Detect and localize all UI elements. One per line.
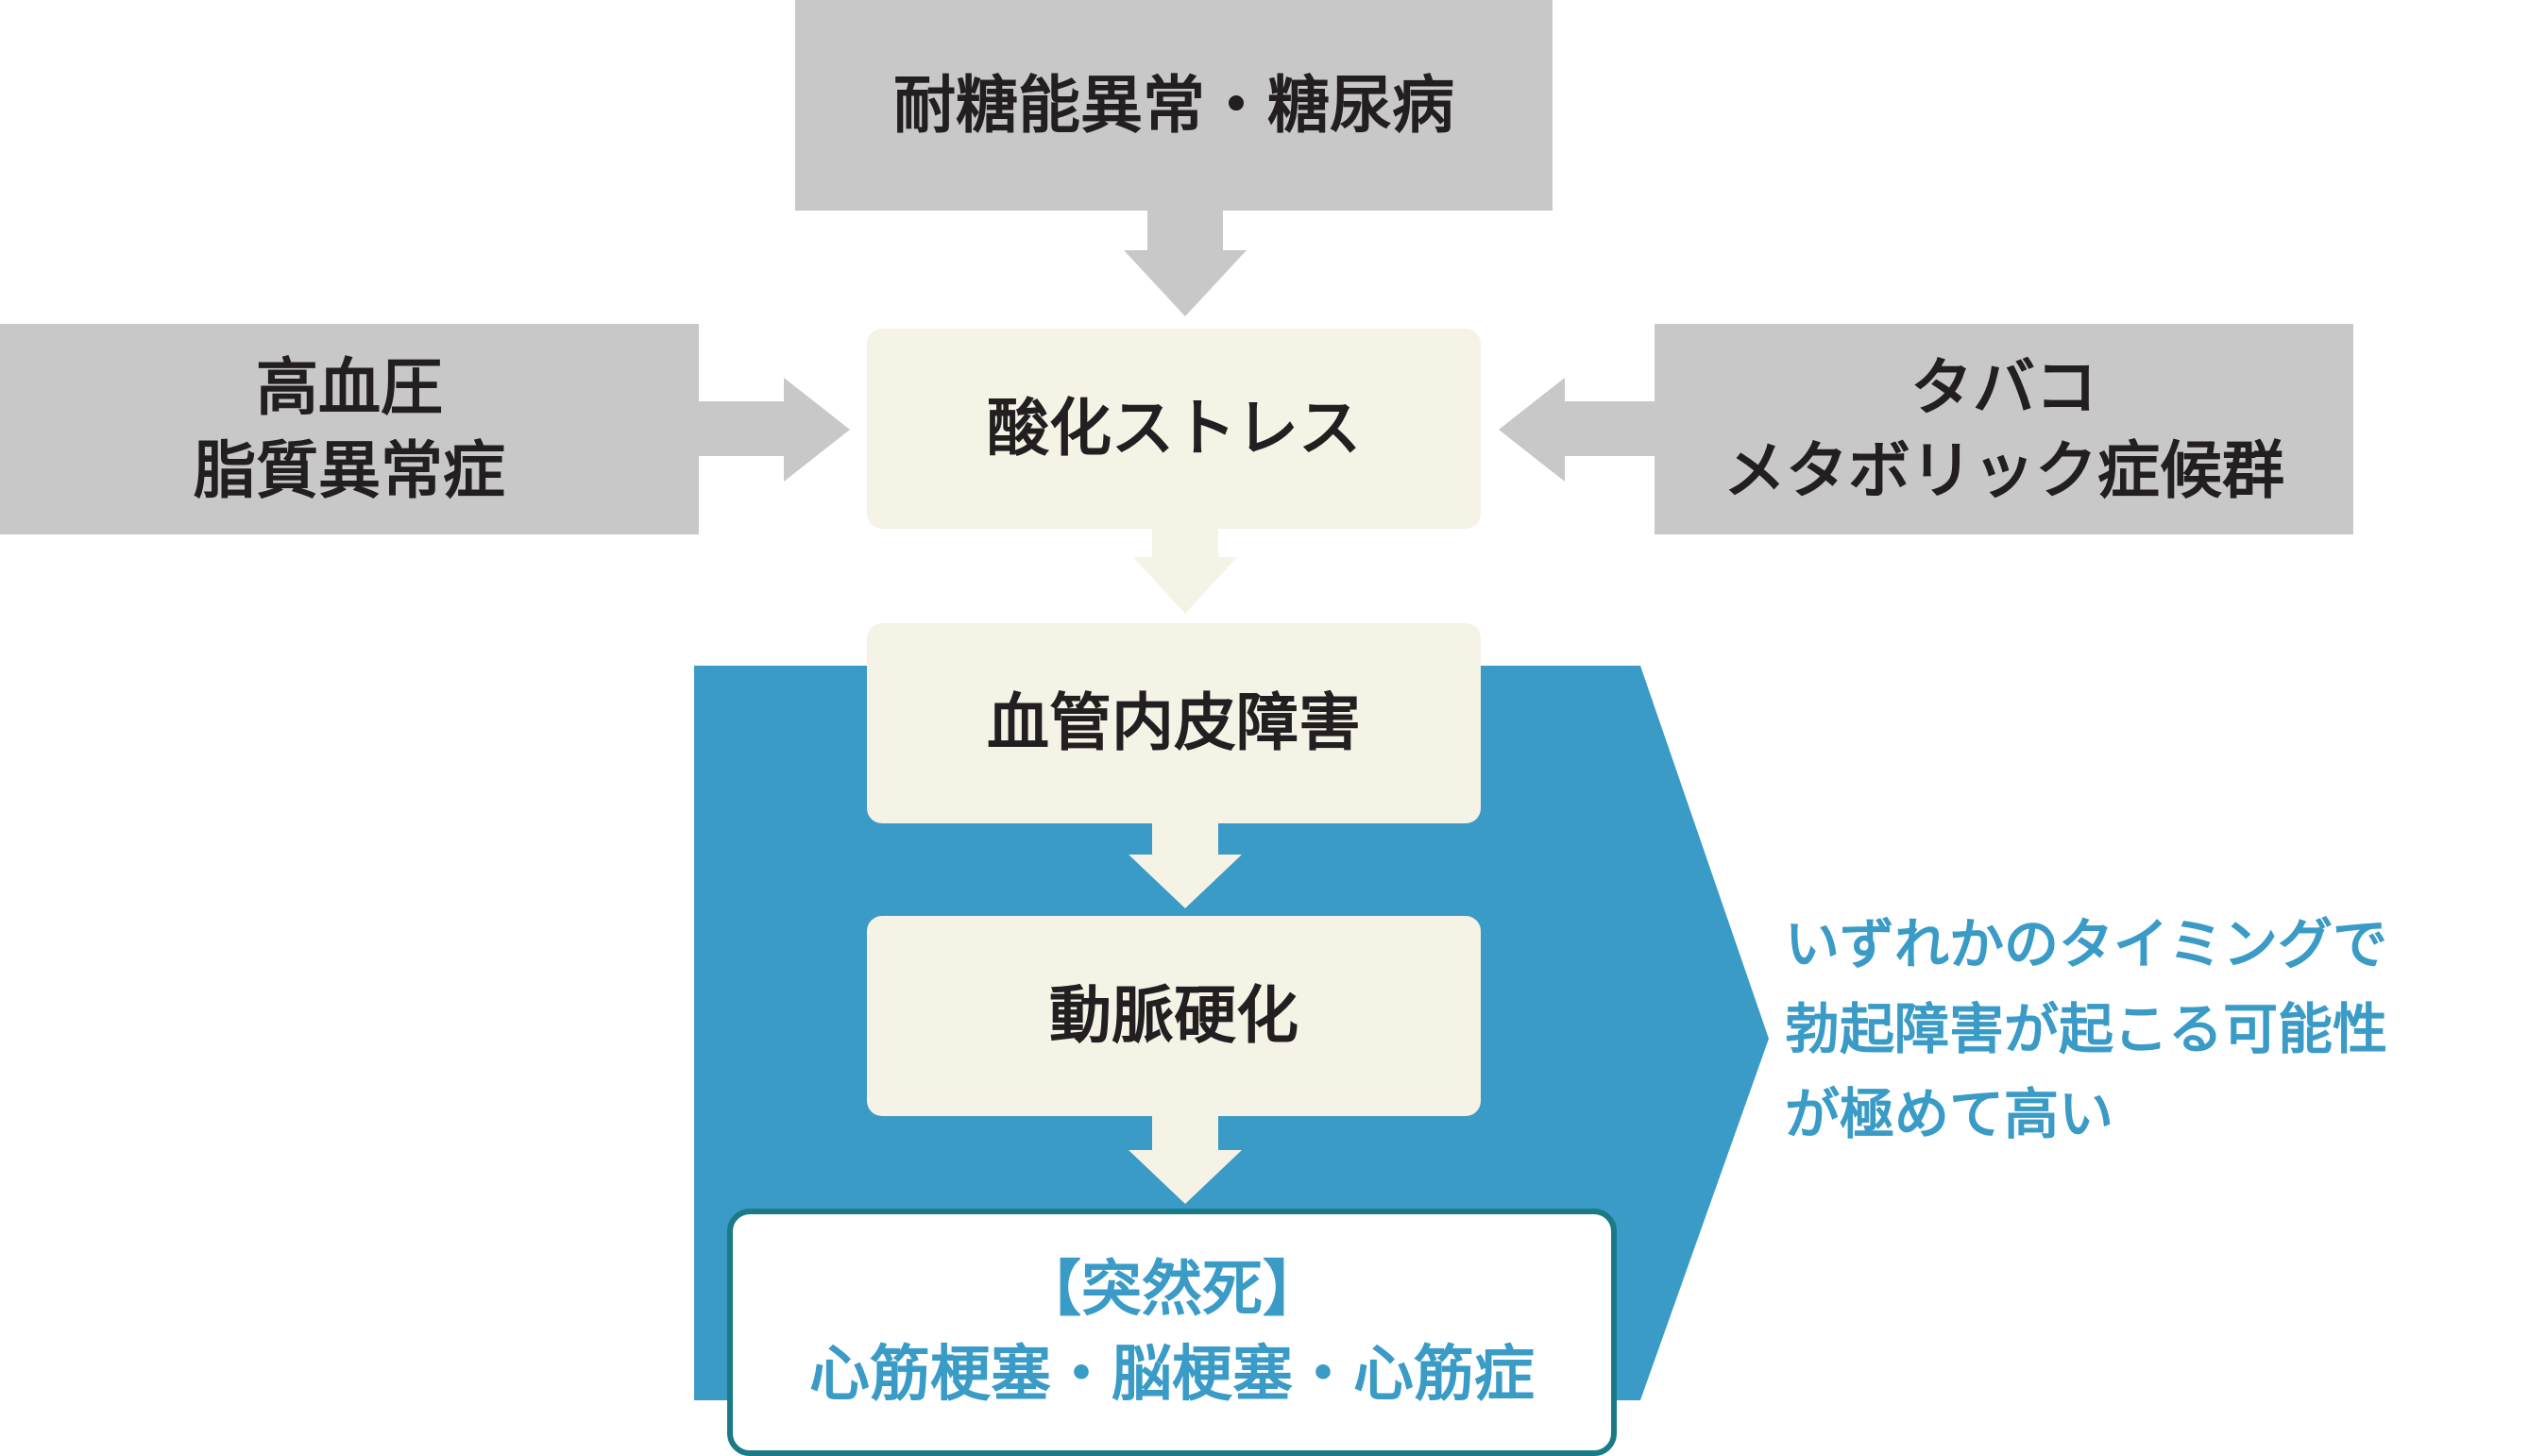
flow-step-oxidative-stress-label: 酸化ストレス [987,392,1361,465]
flow-step-endothelial-dysfunction: 血管内皮障害 [867,623,1481,823]
ed-risk-note: いずれかのタイミングで 勃起障害が起こる可能性 が極めて高い [1785,902,2387,1157]
risk-factor-left-line1: 高血圧 [256,350,443,424]
outcome-sudden-death-box: 【突然死】 心筋梗塞・脳梗塞・心筋症 [727,1209,1617,1456]
risk-factor-top-box: 耐糖能異常・糖尿病 [795,0,1553,211]
flow-step-atherosclerosis: 動脈硬化 [867,916,1481,1116]
risk-factor-left-line2: 脂質異常症 [194,433,505,507]
arrow-left-to-stress [699,378,850,482]
arrow-top-to-stress [1124,211,1247,316]
flow-step-atherosclerosis-label: 動脈硬化 [1049,979,1298,1052]
ed-risk-note-line2: 勃起障害が起こる可能性 [1785,997,2388,1061]
flow-step-oxidative-stress: 酸化ストレス [867,329,1481,529]
flow-step-endothelial-dysfunction-label: 血管内皮障害 [987,686,1361,759]
outcome-heading: 【突然死】 [1021,1255,1323,1325]
risk-factor-top-label: 耐糖能異常・糖尿病 [893,68,1454,142]
risk-factor-right-box: タバコ メタボリック症候群 [1655,324,2353,534]
arrow-atherosclerosis-to-outcome [1129,1116,1242,1204]
arrow-endothelial-to-atherosclerosis [1129,823,1242,908]
risk-factor-left-box: 高血圧 脂質異常症 [0,324,699,534]
arrow-right-to-stress [1499,378,1655,482]
outcome-diseases: 心筋梗塞・脳梗塞・心筋症 [809,1340,1535,1410]
risk-factor-right-line2: メタボリック症候群 [1723,433,2284,507]
arrow-stress-to-endothelial [1133,529,1237,614]
ed-risk-note-line3: が極めて高い [1785,1082,2114,1146]
ed-risk-note-line1: いずれかのタイミングで [1785,912,2388,976]
risk-factor-right-line1: タバコ [1910,350,2097,424]
